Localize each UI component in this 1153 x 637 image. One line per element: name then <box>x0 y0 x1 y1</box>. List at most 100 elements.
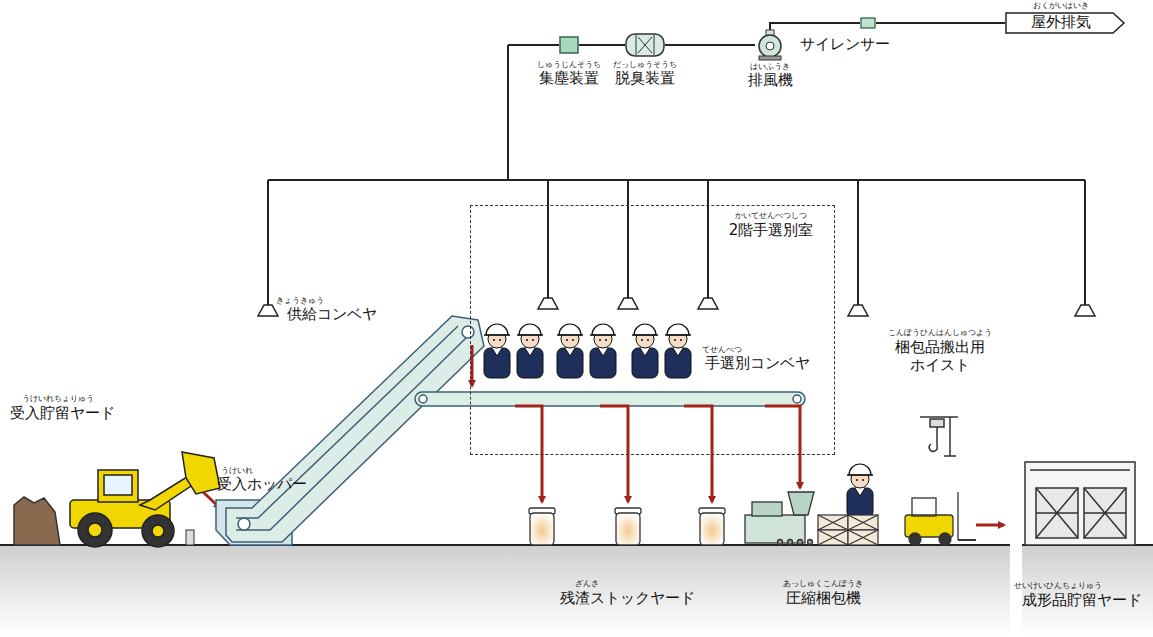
wheel-loader <box>98 470 138 502</box>
worker-figure <box>526 339 528 341</box>
node-label: おくがいはいき <box>1033 1 1089 10</box>
ground <box>1022 546 1153 636</box>
suction-hood <box>698 298 718 309</box>
worker-figure <box>559 324 581 335</box>
part-label: うけいれ <box>221 466 253 475</box>
node-label: 脱臭装置 <box>615 70 675 87</box>
worker-figure <box>599 339 601 341</box>
part-label: てせんべつ <box>702 345 742 354</box>
exhaust-fan-icon <box>759 56 781 60</box>
worker-figure <box>680 339 682 341</box>
arrow-outline <box>1006 13 1124 33</box>
storage-building <box>1030 469 1130 471</box>
hoist-symbol <box>930 419 944 427</box>
suction-hood <box>258 298 1095 316</box>
compression-baler <box>745 492 814 545</box>
wheel-loader <box>88 523 102 537</box>
deodorizer-icon <box>636 35 637 55</box>
worker-figure <box>665 348 691 378</box>
forklift <box>905 492 976 545</box>
supply-conveyor <box>462 326 474 338</box>
worker-figure <box>849 464 871 475</box>
part-label: 受入ホッパー <box>217 476 307 493</box>
node-label: 排風機 <box>748 72 793 89</box>
wheel-loader <box>182 452 220 494</box>
hoist-symbol <box>936 427 938 440</box>
silencer: サイレンサー <box>860 17 876 29</box>
worker-figure <box>847 474 873 476</box>
silencer-icon <box>860 17 876 29</box>
duct-line <box>876 22 1005 24</box>
part-label: きょうきゅう <box>276 296 324 305</box>
duct-network <box>268 179 1085 181</box>
node-label: しゅうじんそうち <box>537 60 601 69</box>
worker-figure <box>592 324 614 335</box>
worker-figure <box>667 324 689 335</box>
worker-figure <box>484 334 510 336</box>
exhaust-fan-icon <box>766 42 774 50</box>
suction-hood <box>848 305 868 316</box>
hoist-symbol <box>920 417 958 456</box>
duct-network <box>267 180 269 305</box>
bale-stack <box>818 515 878 545</box>
compression-baler <box>788 540 793 545</box>
wheel-loader <box>78 513 112 547</box>
compression-baler <box>808 540 813 545</box>
deodorizer-icon <box>626 34 664 56</box>
worker-figure <box>856 479 858 481</box>
worker-figure <box>517 334 543 336</box>
worker-figure <box>855 488 865 496</box>
worker-figure <box>674 339 676 341</box>
worker-figure <box>493 339 495 341</box>
worker-figure <box>486 324 508 335</box>
duct-network <box>268 45 1085 305</box>
exhaust-fan: はいふうき排風機 <box>755 30 785 60</box>
storage-building <box>1036 488 1126 538</box>
wheel-loader <box>70 452 220 547</box>
exhaust-outlet: おくがいはいき屋外排気 <box>1005 12 1125 34</box>
part-label: 残渣ストックヤード <box>560 590 695 607</box>
part-label: 圧縮梱包機 <box>786 590 861 607</box>
duct-network <box>707 180 709 298</box>
node-label: だっしゅうそうち <box>613 60 677 69</box>
worker-figure <box>598 348 608 356</box>
room-label: 2階手選別室 <box>727 222 816 239</box>
sorting-conveyor <box>415 392 805 406</box>
sorting-conveyor <box>793 395 801 403</box>
compression-baler <box>798 540 803 545</box>
compression-baler <box>752 502 782 516</box>
drop-arrow <box>515 406 542 502</box>
suction-hood <box>1075 305 1095 316</box>
worker-figure <box>640 348 650 356</box>
worker-figure <box>665 334 691 336</box>
supply-conveyor <box>238 518 250 530</box>
part-label: 受入貯留ヤード <box>10 405 115 422</box>
worker-figure <box>847 488 873 518</box>
deodorizer-icon <box>638 37 652 53</box>
forklift <box>957 492 958 540</box>
duct-line <box>770 23 860 30</box>
deodorizer: だっしゅうそうち脱臭装置 <box>625 32 665 58</box>
worker-figure <box>632 348 658 378</box>
dust-collector-icon <box>559 36 579 54</box>
wheel-loader <box>152 525 164 537</box>
part-label: 手選別コンベヤ <box>705 355 810 372</box>
part-label: ホイスト <box>910 357 970 374</box>
node-label: 屋外排気 <box>1031 14 1091 31</box>
drop-arrow <box>684 406 712 502</box>
part-label: 梱包品搬出用 <box>895 339 985 356</box>
worker-figure <box>519 324 541 335</box>
wheel-loader <box>142 515 174 547</box>
drop-arrow <box>600 406 628 502</box>
sorting-conveyor <box>419 395 427 403</box>
hoist-symbol <box>920 416 958 418</box>
forklift <box>912 498 936 516</box>
duct-network <box>508 44 559 46</box>
suction-hood <box>538 298 558 309</box>
silencer-icon <box>861 18 875 28</box>
worker-figure <box>605 339 607 341</box>
bale-stack <box>818 515 878 545</box>
ground <box>0 546 1010 636</box>
